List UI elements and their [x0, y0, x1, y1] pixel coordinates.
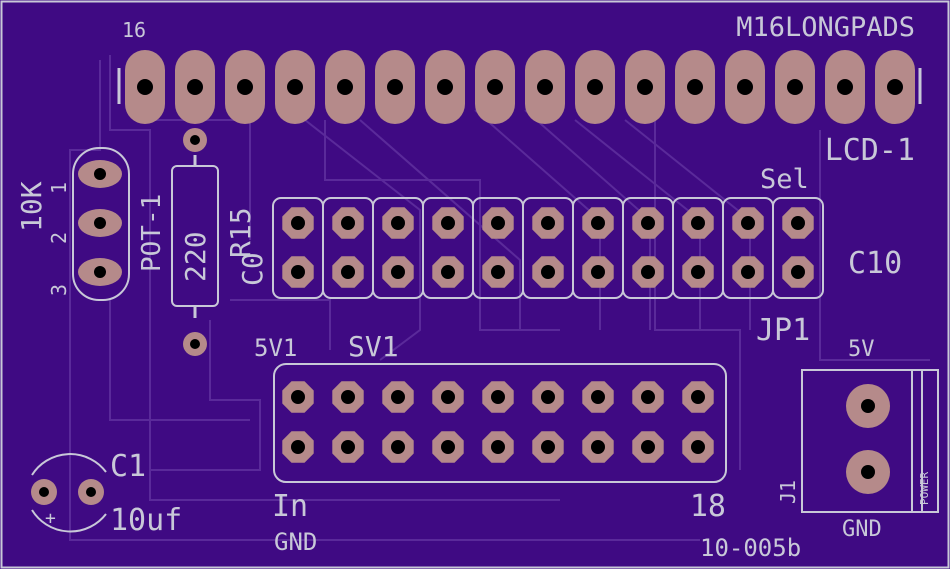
jp1-pad-hole: [391, 265, 405, 279]
power-connector-j1: [801, 369, 939, 513]
gnd-left-label: GND: [274, 528, 317, 556]
lcd-name-label: LCD-1: [825, 133, 915, 168]
pot-pin3-label: 3: [47, 284, 71, 296]
sv1-pad-hole: [341, 390, 355, 404]
potentiometer-pot1: [72, 147, 130, 301]
sv1-pad-hole: [491, 440, 505, 454]
jp1-pad-hole: [341, 216, 355, 230]
in-label: In: [272, 489, 308, 524]
sv1-pad-hole: [591, 390, 605, 404]
sv1-pad-hole: [491, 390, 505, 404]
lcd-pad-hole: [437, 79, 453, 95]
c0-label: C0: [236, 252, 269, 286]
capacitor-c1: [31, 453, 107, 533]
jp1-pad-hole: [541, 216, 555, 230]
jp1-pad-hole: [791, 216, 805, 230]
jp1-pad-hole: [741, 265, 755, 279]
sv1-pad-hole: [341, 440, 355, 454]
pot-name-label: POT-1: [137, 194, 167, 272]
lcd-pad-hole: [237, 79, 253, 95]
jp1-pad-hole: [391, 216, 405, 230]
sv1-pad-hole: [641, 440, 655, 454]
jp1-pad-hole: [291, 216, 305, 230]
sv1-label: SV1: [348, 330, 399, 363]
resistor-name-label: R15: [224, 207, 257, 258]
lcd-pad-hole: [487, 79, 503, 95]
sv1-pad-hole: [541, 390, 555, 404]
lcd-pad-hole: [137, 79, 153, 95]
c10-label: C10: [848, 246, 902, 281]
lcd-pad-hole: [887, 79, 903, 95]
sv1-pad-hole: [541, 440, 555, 454]
sv1-pad-hole: [291, 440, 305, 454]
lcd-pad-hole: [537, 79, 553, 95]
lcd-pad-hole: [687, 79, 703, 95]
jp1-pad-hole: [441, 265, 455, 279]
jp1-pad-hole: [491, 216, 505, 230]
sel-label: Sel: [760, 164, 809, 195]
jp1-pad-hole: [741, 216, 755, 230]
sv1-pad-hole: [641, 390, 655, 404]
sv1-pad-hole: [391, 440, 405, 454]
sv1-header: [282, 381, 714, 463]
lcd-pad-hole: [287, 79, 303, 95]
jp1-pad-hole: [641, 265, 655, 279]
jp1-pad-hole: [541, 265, 555, 279]
lcd-pad-hole: [787, 79, 803, 95]
lcd-part-label: M16LONGPADS: [736, 12, 915, 43]
lcd-pin-number-label: 16: [122, 18, 146, 42]
lcd-pad-hole: [587, 79, 603, 95]
jp1-pad-hole: [791, 265, 805, 279]
jp1-pad-hole: [491, 265, 505, 279]
sv1-pad-hole: [591, 440, 605, 454]
sv1-pad-hole: [691, 440, 705, 454]
jp1-pad-hole: [591, 216, 605, 230]
pot-value-label: 10K: [15, 181, 48, 232]
jp1-pad-hole: [691, 216, 705, 230]
sv1-pad-hole: [441, 390, 455, 404]
lcd-pad-hole: [187, 79, 203, 95]
jp1-pad-hole: [641, 216, 655, 230]
sv1-pad-hole: [291, 390, 305, 404]
pot-pin1-label: 1: [47, 182, 71, 194]
sv1-pad-hole: [391, 390, 405, 404]
jp1-cell-outline: [772, 197, 824, 299]
lcd-pad-hole: [337, 79, 353, 95]
jp1-pad-hole: [441, 216, 455, 230]
five-v1-label: 5V1: [254, 334, 297, 362]
pot-pin2-label: 2: [47, 232, 71, 244]
lcd-pad-hole: [637, 79, 653, 95]
sv1-pad-hole: [691, 390, 705, 404]
jp1-header: [272, 197, 824, 299]
five-v-label: 5V: [848, 337, 875, 362]
jp1-label: JP1: [756, 313, 810, 348]
resistor-value-label: 220: [179, 231, 212, 282]
sv1-outline: [273, 363, 727, 483]
lcd-header: [125, 50, 915, 124]
lcd-pad-hole: [737, 79, 753, 95]
resistor-r15: [171, 128, 219, 356]
jp1-pad-hole: [341, 265, 355, 279]
cap-value-label: 10uf: [110, 503, 182, 538]
eighteen-label: 18: [690, 489, 726, 524]
jp1-pad-hole: [691, 265, 705, 279]
power-label: POWER: [918, 472, 931, 505]
gnd-right-label: GND: [842, 517, 882, 542]
board-id-label: 10-005b: [700, 534, 801, 562]
lcd-pad-hole: [387, 79, 403, 95]
cap-plus-label: +: [45, 508, 56, 529]
jp1-pad-hole: [591, 265, 605, 279]
j1-label: J1: [776, 480, 800, 504]
jp1-pad-hole: [291, 265, 305, 279]
sv1-pad-hole: [441, 440, 455, 454]
lcd-pad-hole: [837, 79, 853, 95]
c1-label: C1: [110, 449, 146, 484]
